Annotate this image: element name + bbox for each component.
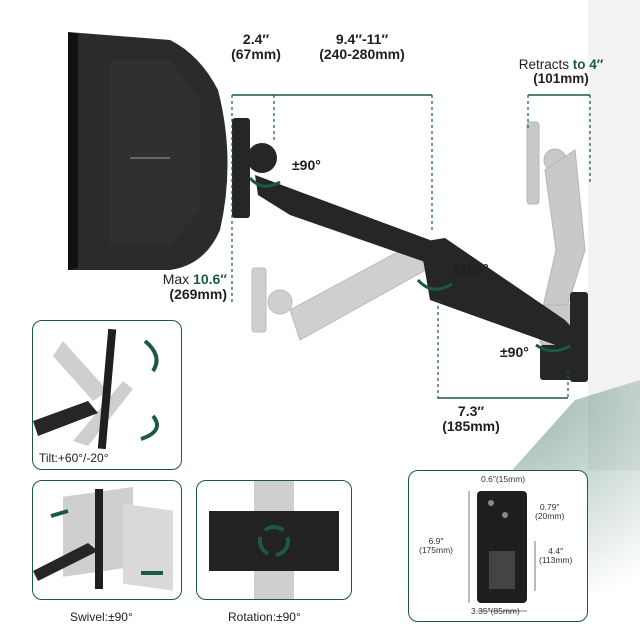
tilt-illustration (33, 328, 159, 450)
swivel-caption: Swivel:±90° (70, 610, 133, 624)
plate-height: 6.9″ (175mm) (419, 536, 454, 556)
max-label: Max 10.6″ (269mm) (145, 272, 227, 301)
monitor (68, 32, 228, 270)
rotation-arrows (248, 176, 571, 353)
retract-mm: (101mm) (533, 71, 589, 87)
rotation-mid-label: ±180° (452, 261, 489, 277)
swivel-panel (32, 480, 182, 600)
rotation-caption: Rotation:±90° (228, 610, 301, 624)
plate-hole-width-inch: 0.6″ (481, 474, 496, 484)
dimension-arrows (232, 94, 590, 399)
wall-plate-illustration (468, 491, 536, 612)
plate-width-mm: (85mm) (490, 606, 520, 616)
plate-top-gap: 0.79″ (20mm) (535, 502, 565, 522)
lower-arm-ghost (251, 239, 441, 341)
retract-line: Retracts to 4″ (502, 57, 620, 72)
rotation-top-label: ±90° (292, 157, 321, 173)
plate-hole-height-inch: 4.4″ (548, 546, 564, 556)
max-highlight: 10.6″ (193, 271, 227, 287)
plate-height-inch: 6.9″ (428, 536, 444, 546)
plate-height-mm: (175mm) (419, 545, 454, 556)
plate-width-inch: 3.35″ (471, 606, 491, 616)
plate-hole-width-mm: (15mm) (495, 474, 526, 484)
max-line: Max 10.6″ (145, 272, 227, 287)
offset-label: 2.4″ (67mm) (224, 32, 288, 61)
depth-mm: (185mm) (442, 417, 500, 434)
wall-plate-panel: 0.6″(15mm) 0.79″ (20mm) 6.9″ (175mm) 4.4… (408, 470, 588, 622)
rotation-low-label: ±90° (500, 344, 529, 360)
tilt-caption: Tilt:+60°/-20° (39, 451, 109, 465)
offset-inch: 2.4″ (242, 31, 270, 47)
max-prefix: Max (162, 271, 194, 287)
retract-highlight: to 4″ (572, 57, 604, 72)
dimension-lines (231, 95, 591, 400)
swivel-illustration (33, 486, 173, 591)
retract-prefix: Retracts (518, 57, 573, 72)
plate-width: 3.35″(85mm) (471, 606, 520, 616)
reach-mm: (240-280mm) (319, 45, 405, 62)
reach-label: 9.4″-11″ (240-280mm) (302, 32, 422, 61)
monitor-arm (232, 118, 588, 382)
offset-mm: (67mm) (231, 45, 281, 62)
plate-hole-height-mm: (113mm) (539, 555, 573, 566)
reach-inch: 9.4″-11″ (335, 31, 389, 47)
retract-label: Retracts to 4″ (101mm) (502, 57, 620, 87)
rotation-illustration (209, 481, 339, 599)
tilt-panel: Tilt:+60°/-20° (32, 320, 182, 470)
plate-top-gap-inch: 0.79″ (539, 502, 560, 512)
plate-hole-width: 0.6″(15mm) (481, 474, 526, 484)
depth-inch: 7.3″ (457, 403, 485, 419)
plate-top-gap-mm: (20mm) (535, 511, 565, 522)
max-mm: (269mm) (169, 285, 227, 302)
depth-label: 7.3″ (185mm) (436, 404, 506, 433)
rotation-panel (196, 480, 352, 600)
plate-hole-height: 4.4″ (113mm) (539, 546, 573, 566)
